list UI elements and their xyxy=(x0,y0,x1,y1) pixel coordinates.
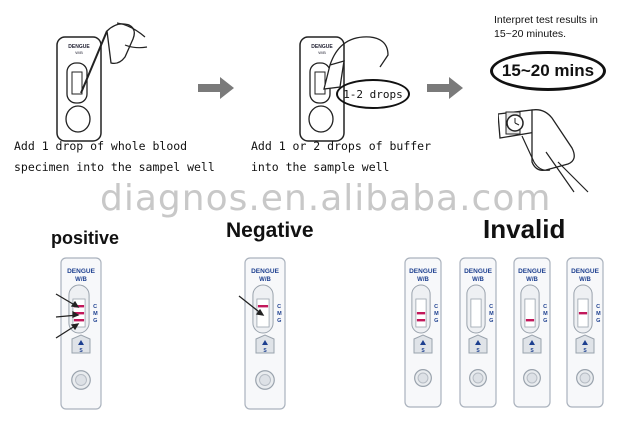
step2-instructions: Add 1 or 2 drops of buffer into the samp… xyxy=(251,136,431,178)
cassette-type: W/B xyxy=(579,277,591,283)
sample-label: S xyxy=(583,348,587,354)
sample-label: S xyxy=(476,348,480,354)
positive-heading: positive xyxy=(51,228,120,248)
marker-c: C xyxy=(489,304,493,310)
sample-arrow-icon xyxy=(78,340,84,345)
cassette-type: W/B xyxy=(417,277,429,283)
test-line-g xyxy=(525,319,535,322)
result-pointer-arrows xyxy=(55,293,80,339)
cassette-type: W/B xyxy=(75,277,87,283)
cassette-result-window xyxy=(470,298,482,328)
test-line-c xyxy=(73,305,85,308)
cassette-invalid-1: DENGUE W/B CMG S xyxy=(404,257,442,408)
marker-m: M xyxy=(93,311,98,317)
timer-callout: 15~20 mins xyxy=(490,51,606,91)
marker-g: G xyxy=(596,318,600,324)
step3-line1: Interpret test results in xyxy=(494,14,598,26)
test-line-m xyxy=(416,312,426,315)
marker-g: G xyxy=(434,318,438,324)
step2-illustration: DENGUE W/B xyxy=(299,36,389,142)
marker-c: C xyxy=(434,304,438,310)
cassette-result-window xyxy=(524,298,536,328)
sample-well-inner xyxy=(259,374,271,386)
sample-well-inner xyxy=(526,372,538,384)
marker-m: M xyxy=(489,311,494,317)
sample-label: S xyxy=(79,348,83,354)
sample-arrow-icon xyxy=(529,340,535,345)
timer-callout-label: 15~20 mins xyxy=(501,61,595,80)
flow-arrow-icon xyxy=(198,77,234,99)
marker-m: M xyxy=(434,311,439,317)
marker-m: M xyxy=(543,311,548,317)
sample-well-inner xyxy=(472,372,484,384)
cassette-invalid-2: DENGUE W/B CMG S xyxy=(459,257,497,408)
marker-m: M xyxy=(277,311,282,317)
step1-instructions: Add 1 drop of whole blood specimen into … xyxy=(14,136,215,178)
sample-arrow-icon xyxy=(262,340,268,345)
marker-g: G xyxy=(277,318,281,324)
sample-well-inner xyxy=(579,372,591,384)
drops-callout: 1-2 drops xyxy=(336,79,410,109)
cassette-brand: DENGUE xyxy=(571,268,599,275)
sample-arrow-icon xyxy=(582,340,588,345)
cassette-brand: DENGUE xyxy=(464,268,492,275)
wristwatch-illustration xyxy=(498,109,589,193)
cassette-type: W/B xyxy=(259,277,271,283)
flow-arrow-icon xyxy=(427,77,463,99)
marker-g: G xyxy=(543,318,547,324)
cassette-invalid-4: DENGUE W/B CMG S xyxy=(566,257,604,408)
sample-arrow-icon xyxy=(475,340,481,345)
marker-g: G xyxy=(93,318,97,324)
svg-text:W/B: W/B xyxy=(318,50,326,55)
cassette-type: W/B xyxy=(472,277,484,283)
sample-label: S xyxy=(263,348,267,354)
sample-well-inner xyxy=(75,374,87,386)
sample-label: S xyxy=(530,348,534,354)
svg-text:W/B: W/B xyxy=(75,50,83,55)
sample-well-inner xyxy=(417,372,429,384)
result-pointer-arrow xyxy=(238,295,265,316)
step3-instructions: Interpret test results in 15~20 minutes. xyxy=(494,13,598,41)
marker-m: M xyxy=(596,311,601,317)
cassette-brand: DENGUE xyxy=(251,268,279,275)
cassette-type: W/B xyxy=(526,277,538,283)
svg-text:DENGUE: DENGUE xyxy=(68,44,90,50)
test-line-g xyxy=(73,319,85,322)
cassette-invalid-3: DENGUE W/B CMG S xyxy=(513,257,551,408)
step3-line2: 15~20 minutes. xyxy=(494,28,567,40)
watermark: diagnos.en.alibaba.com xyxy=(100,178,552,219)
negative-heading: Negative xyxy=(226,219,314,242)
sample-arrow-icon xyxy=(420,340,426,345)
svg-text:DENGUE: DENGUE xyxy=(311,44,333,50)
drops-callout-label: 1-2 drops xyxy=(343,87,403,101)
step1-line2: specimen into the sampel well xyxy=(14,160,215,174)
marker-c: C xyxy=(596,304,600,310)
marker-g: G xyxy=(489,318,493,324)
marker-c: C xyxy=(543,304,547,310)
test-line-m xyxy=(578,312,588,315)
cassette-positive: DENGUE W/B CMG S xyxy=(60,257,102,410)
test-line-m xyxy=(73,312,85,315)
cassette-brand: DENGUE xyxy=(518,268,546,275)
cassette-brand: DENGUE xyxy=(409,268,437,275)
step1-line1: Add 1 drop of whole blood xyxy=(14,139,188,153)
step2-line2: into the sample well xyxy=(251,160,390,174)
step2-line1: Add 1 or 2 drops of buffer xyxy=(251,139,432,153)
cassette-negative: DENGUE W/B CMG S xyxy=(244,257,286,410)
marker-c: C xyxy=(277,304,281,310)
invalid-heading: Invalid xyxy=(483,214,566,244)
test-line-c xyxy=(257,305,269,308)
marker-c: C xyxy=(93,304,97,310)
step1-illustration: DENGUE W/B xyxy=(56,22,148,142)
cassette-brand: DENGUE xyxy=(67,268,95,275)
test-line-g xyxy=(416,319,426,322)
sample-label: S xyxy=(421,348,425,354)
